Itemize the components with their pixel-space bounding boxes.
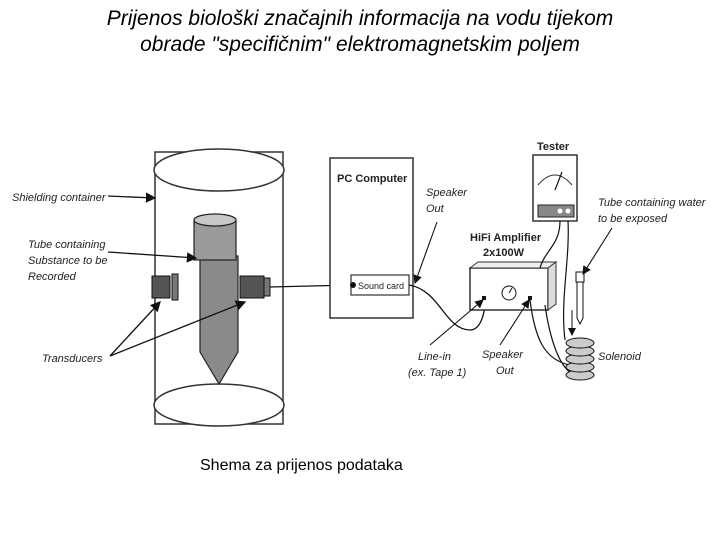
arrow-line-in: [429, 299, 484, 346]
label-shielding-container: Shielding container: [12, 192, 107, 204]
label-line-in-1: Line-in: [418, 351, 451, 363]
transducer-right: [239, 275, 271, 299]
arrow-tube-water: [582, 227, 613, 275]
tester-solenoid-cable: [562, 220, 569, 341]
arrow-tube: [107, 251, 198, 263]
title-line-1: Prijenos biološki značajnih informacija …: [106, 7, 614, 30]
label-tube-water-2: to be exposed: [598, 213, 668, 225]
label-tube-line-3: Recorded: [28, 271, 77, 283]
tester-cable: [539, 220, 561, 269]
label-tube-line-2: Substance to be: [28, 255, 108, 267]
title-line-2: obrade "specifičnim" elektromagnetskim p…: [140, 33, 580, 56]
label-tester: Tester: [537, 141, 570, 153]
tester-meter: [532, 154, 578, 222]
arrow-speaker-out-top: [413, 221, 438, 285]
label-amp-line-1: HiFi Amplifier: [470, 232, 542, 244]
arrow-shielding: [107, 192, 157, 203]
label-speaker-out-top-1: Speaker: [426, 187, 468, 199]
hifi-amplifier: [468, 261, 558, 311]
transducer-left: [151, 273, 179, 301]
label-solenoid: Solenoid: [598, 351, 642, 363]
label-line-in-2: (ex. Tape 1): [408, 367, 467, 379]
arrow-speaker-out-bottom: [499, 299, 530, 346]
label-transducers: Transducers: [42, 353, 103, 365]
substance-tube: [193, 213, 239, 386]
arrow-transducer-left: [109, 301, 161, 357]
pc-computer: [329, 157, 414, 319]
page-title: Prijenos biološki značajnih informacija …: [0, 6, 720, 58]
label-tube-water-1: Tube containing water: [598, 197, 707, 209]
solenoid: [565, 310, 595, 381]
label-sound-card: Sound card: [358, 281, 404, 291]
amp-solenoid-cable-1: [529, 299, 571, 366]
arrow-transducer-right: [109, 300, 247, 357]
label-speaker-out-bottom-2: Out: [496, 365, 515, 377]
label-amp-line-2: 2x100W: [483, 247, 525, 259]
water-tube: [575, 271, 585, 326]
label-pc-computer: PC Computer: [337, 173, 408, 185]
figure-caption: Shema za prijenos podataka: [200, 457, 403, 474]
soundcard-amp-cable: [408, 284, 486, 331]
label-tube-line-1: Tube containing: [28, 239, 106, 251]
label-speaker-out-top-2: Out: [426, 203, 445, 215]
label-speaker-out-bottom-1: Speaker: [482, 349, 524, 361]
